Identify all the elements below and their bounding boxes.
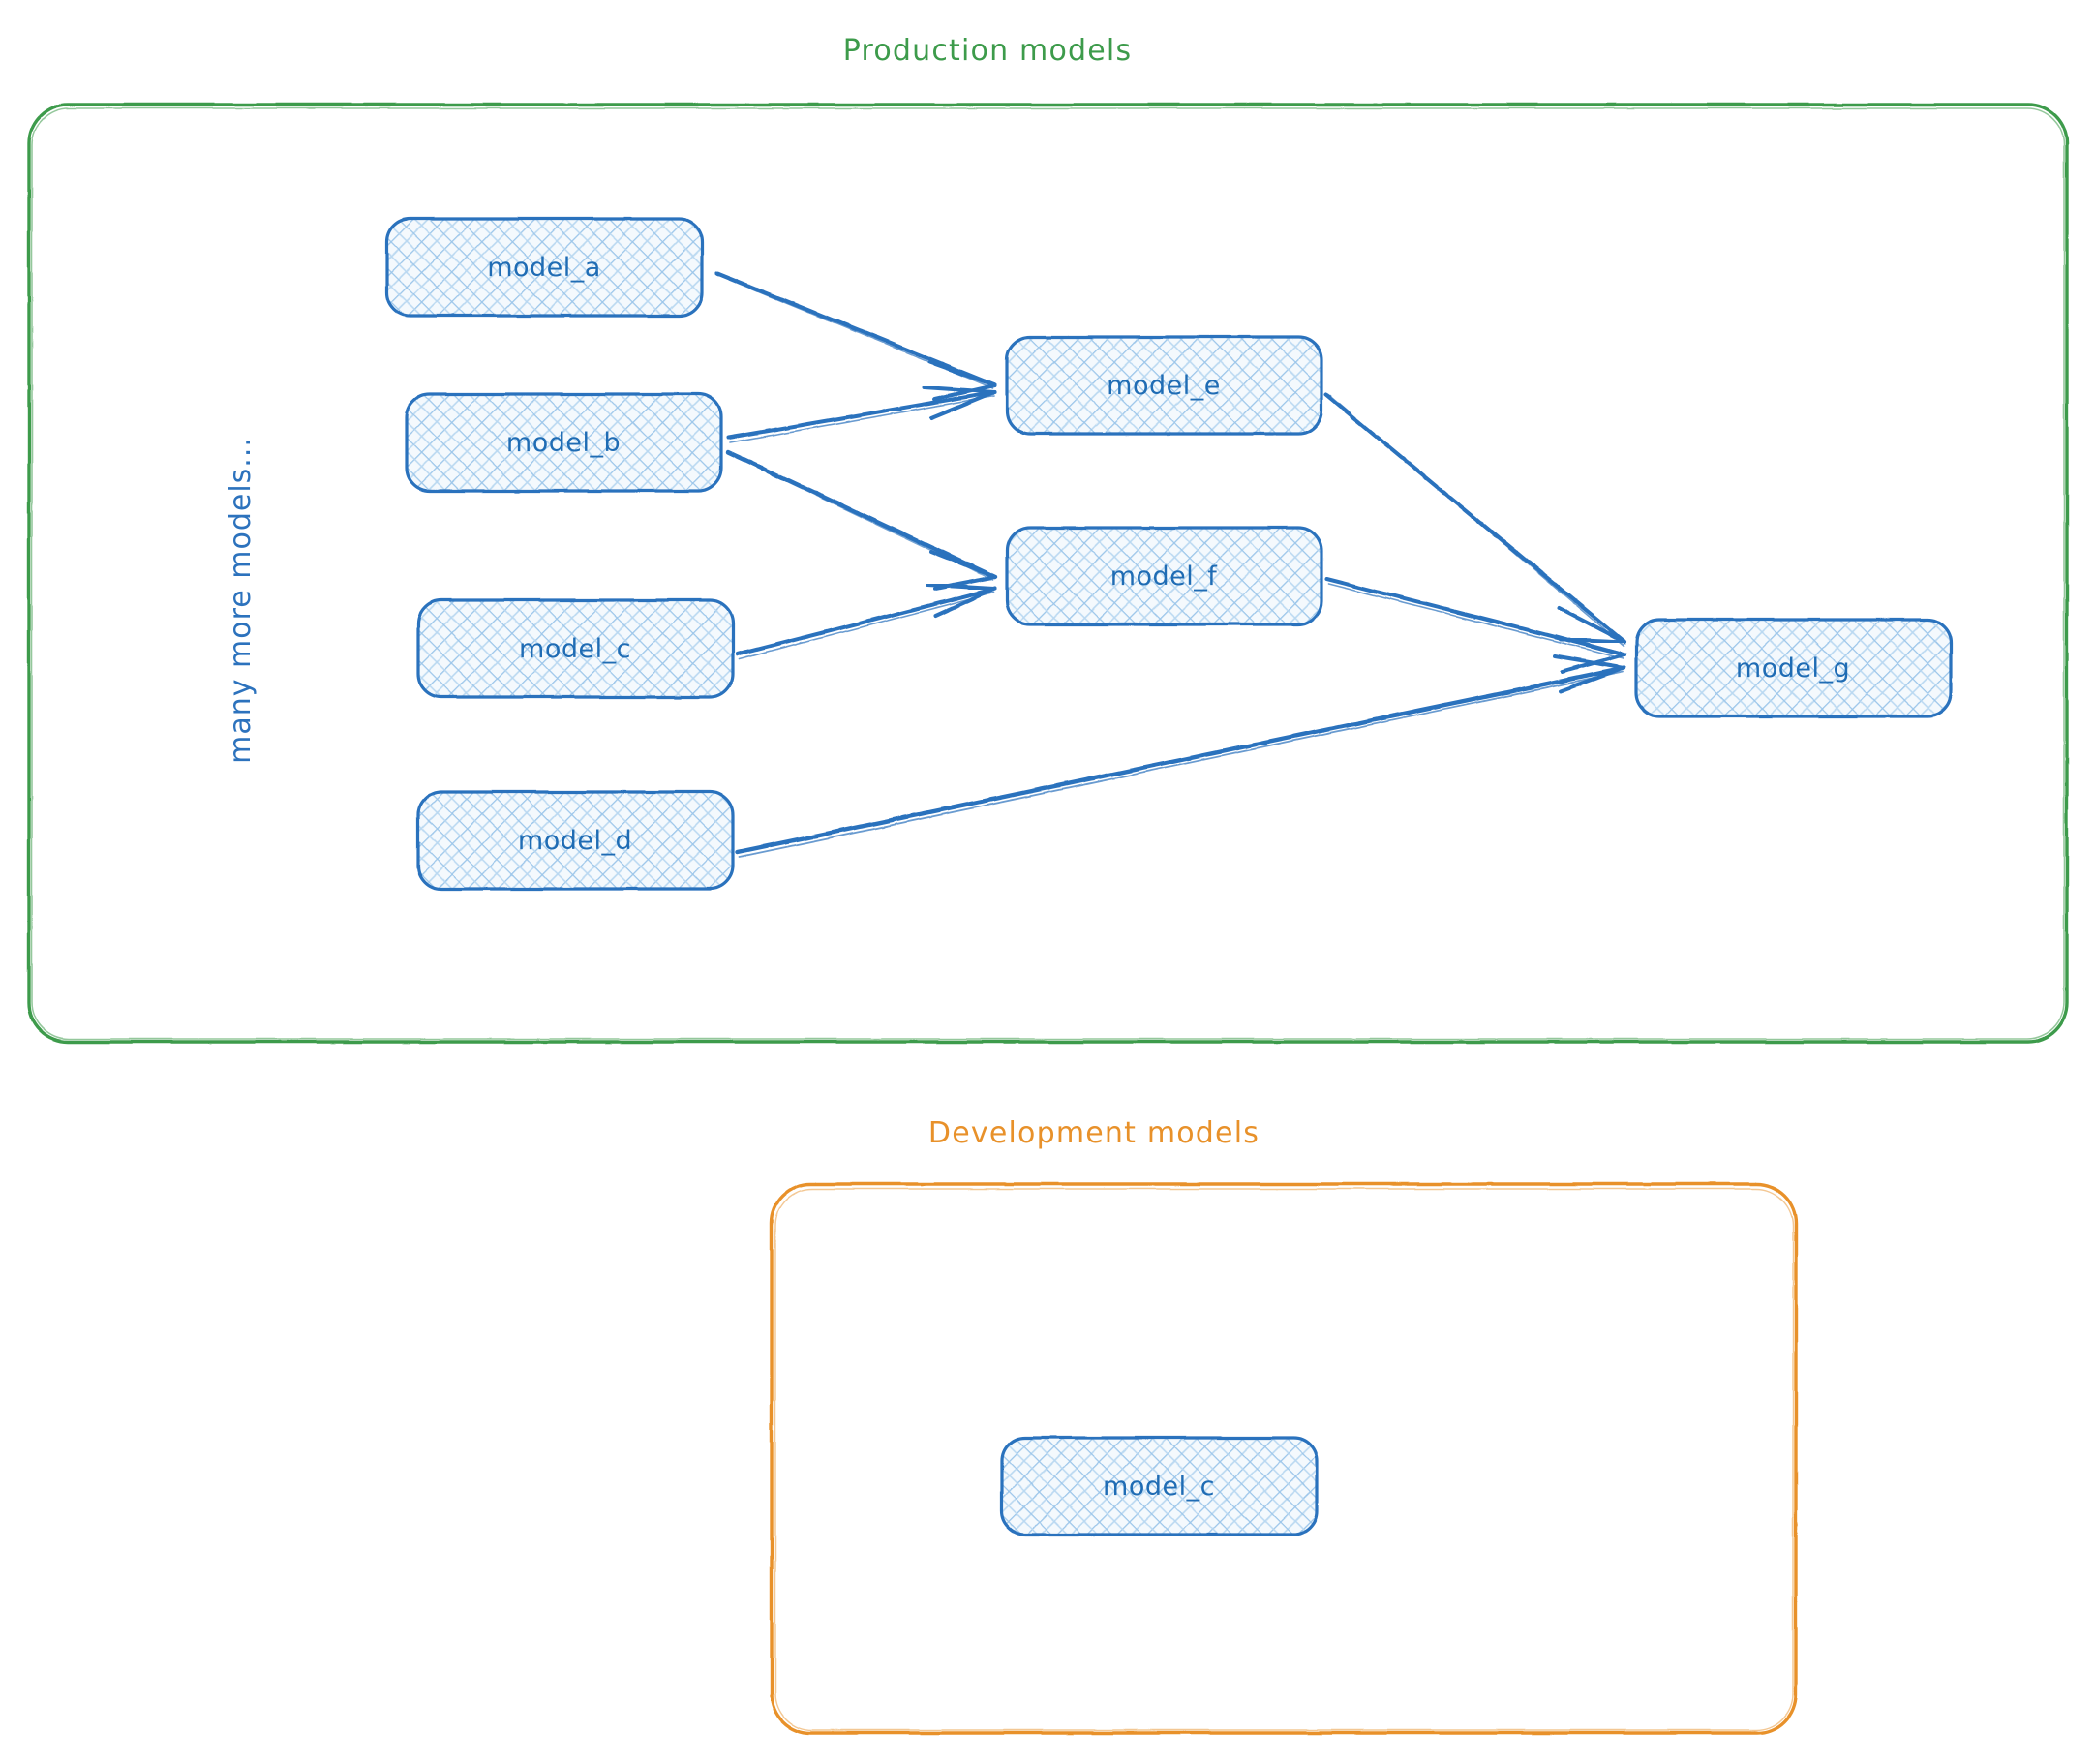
edge-model_a-to-model_e bbox=[714, 271, 997, 401]
node-model_f-box[interactable] bbox=[1005, 526, 1323, 626]
node-model_f-label: model_f bbox=[1110, 562, 1219, 592]
node-model_d[interactable]: model_d bbox=[416, 790, 735, 891]
node-model_c-dev-label: model_c bbox=[1103, 1472, 1215, 1502]
node-model_f[interactable]: model_f bbox=[1005, 526, 1323, 626]
node-model_e-label: model_e bbox=[1107, 371, 1221, 401]
group-container-development bbox=[770, 1182, 1798, 1735]
edge-model_c-to-model_f bbox=[736, 583, 997, 660]
node-model_g-box[interactable] bbox=[1634, 618, 1953, 718]
edge-model_e-to-model_g bbox=[1324, 393, 1626, 647]
production-group-title: Production models bbox=[843, 34, 1133, 68]
node-model_d-label: model_d bbox=[518, 826, 632, 856]
edge-model_f-to-model_g bbox=[1324, 577, 1626, 674]
nodes-layer: model_a model_b model_c model_d model_e bbox=[385, 217, 1953, 1536]
node-model_e-box[interactable] bbox=[1005, 335, 1323, 436]
node-model_a[interactable]: model_a bbox=[385, 217, 704, 318]
node-model_c-label: model_c bbox=[519, 634, 631, 664]
node-model_c-dev-box[interactable] bbox=[1000, 1436, 1319, 1536]
node-model_b[interactable]: model_b bbox=[405, 392, 723, 493]
group-container-production bbox=[27, 103, 2069, 1044]
production-group-box-shadow bbox=[31, 107, 2065, 1040]
development-group-title: Development models bbox=[928, 1116, 1260, 1150]
edges-layer bbox=[714, 271, 1627, 858]
node-model_a-box[interactable] bbox=[385, 217, 704, 318]
node-model_b-label: model_b bbox=[506, 428, 621, 458]
node-model_b-box[interactable] bbox=[405, 392, 723, 493]
production-group-box bbox=[27, 103, 2069, 1044]
edge-model_b-to-model_f bbox=[725, 449, 998, 591]
node-model_a-label: model_a bbox=[487, 253, 601, 283]
node-model_e[interactable]: model_e bbox=[1005, 335, 1323, 436]
node-model_c[interactable]: model_c bbox=[416, 598, 735, 699]
node-model_g-label: model_g bbox=[1736, 654, 1850, 684]
node-model_c-box[interactable] bbox=[416, 598, 735, 699]
edge-model_b-to-model_e bbox=[726, 385, 997, 443]
node-model_c-dev[interactable]: model_c bbox=[1000, 1436, 1319, 1536]
node-model_g[interactable]: model_g bbox=[1634, 618, 1953, 718]
many-more-models-label: many more models... bbox=[224, 437, 258, 764]
edge-model_d-to-model_g bbox=[735, 654, 1627, 858]
development-group-box-shadow bbox=[774, 1188, 1794, 1731]
development-group-box bbox=[770, 1182, 1798, 1735]
node-model_d-box[interactable] bbox=[416, 790, 735, 891]
